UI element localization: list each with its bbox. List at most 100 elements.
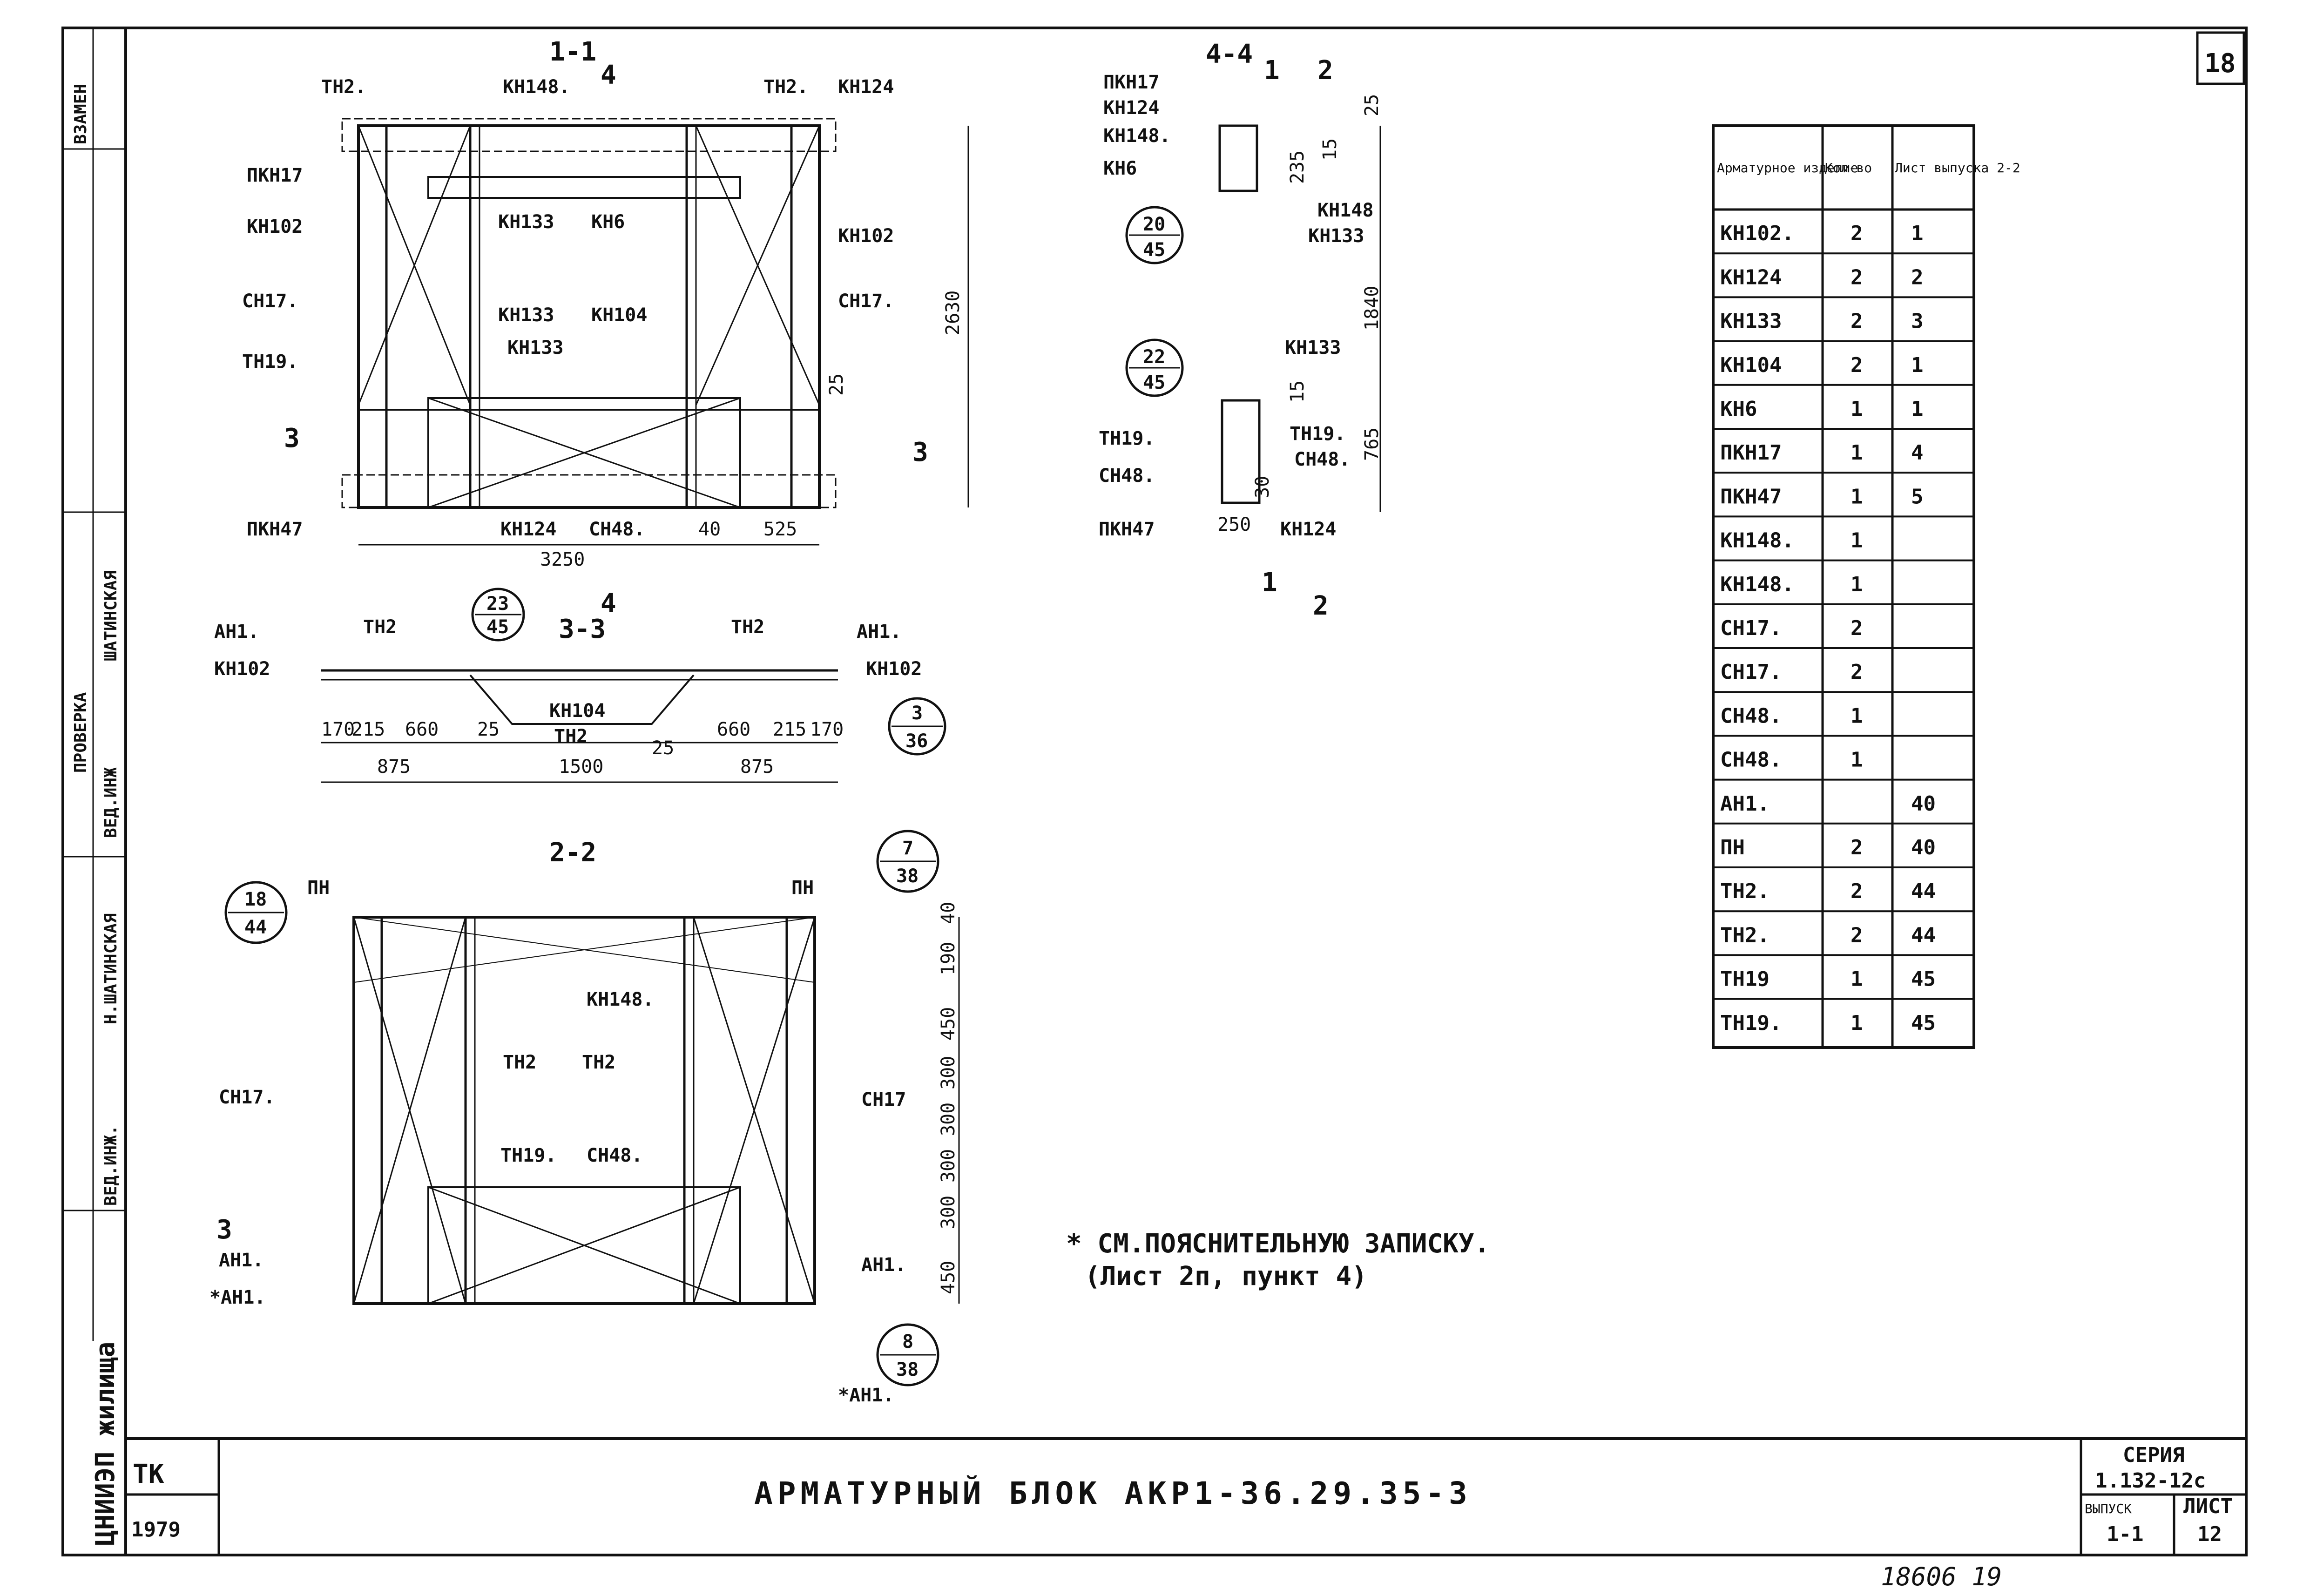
view-2-2-label-kn148: КН148. bbox=[587, 989, 654, 1010]
view-4-4-bottom-frame bbox=[1221, 399, 1261, 504]
table-cell-sheet: 2 bbox=[1911, 265, 1924, 289]
view-4-4-label-sn48-r: СН48. bbox=[1294, 449, 1350, 470]
view-4-4-cut-2-top: 2 bbox=[1317, 55, 1333, 86]
lead-engineer-label-1: ВЕД.ИНЖ bbox=[101, 767, 121, 838]
view-4-4-dim-250: 250 bbox=[1217, 514, 1251, 535]
stamp-issue-value: 1-1 bbox=[2107, 1522, 2143, 1546]
stamp-series-box bbox=[2080, 1437, 2248, 1556]
view-1-1-title: 1-1 bbox=[549, 37, 596, 67]
view-4-4-dim-15-b: 15 bbox=[1287, 380, 1308, 403]
view-2-2-cut-3: 3 bbox=[216, 1215, 232, 1245]
specification-table: Арматурное изделие Кол-во Лист выпуска 2… bbox=[1712, 124, 2020, 1049]
table-cell-qty: 1 bbox=[1851, 529, 1863, 553]
table-cell-qty: 2 bbox=[1851, 222, 1863, 245]
view-1-1-label-kn104: КН104 bbox=[591, 304, 647, 326]
table-header-item: Арматурное изделие bbox=[1717, 160, 1858, 176]
table-cell-sheet: 4 bbox=[1911, 441, 1924, 465]
view-4-4-dim-765: 765 bbox=[1361, 427, 1383, 461]
title-block: ТК 1979 АРМАТУРНЫЙ БЛОК АКР1-36.29.35-3 … bbox=[124, 1437, 2248, 1556]
view-1-1-cross-6 bbox=[428, 397, 741, 508]
view-4-4-cut-1-bottom: 1 bbox=[1262, 568, 1277, 598]
table-cell-qty: 1 bbox=[1851, 1011, 1863, 1035]
view-3-3-callout-2 bbox=[888, 697, 946, 756]
view-1-1-top-band bbox=[341, 118, 837, 152]
table-cell-sheet: 1 bbox=[1911, 222, 1924, 245]
table-cell-item: АН1. bbox=[1720, 792, 1770, 816]
view-2-2-label-sn17-right: СН17 bbox=[861, 1089, 906, 1110]
view-4-4-callout-1 bbox=[1125, 206, 1184, 264]
stamp-org-box bbox=[124, 1437, 220, 1556]
view-1-1-label-pkn47: ПКН47 bbox=[247, 519, 303, 540]
view-4-4-label-kn133-b: КН133 bbox=[1285, 337, 1341, 358]
table-cell-qty: 1 bbox=[1851, 397, 1863, 421]
table-cell-item: КН102. bbox=[1720, 222, 1794, 245]
view-2-2-dim-300-c: 300 bbox=[938, 1149, 959, 1183]
view-1-1-dim-3250: 3250 bbox=[540, 549, 585, 570]
view-1-1-label-kn148: КН148. bbox=[503, 76, 570, 98]
table-cell-sheet: 1 bbox=[1911, 353, 1924, 377]
view-2-2-callout-3-top: 8 bbox=[902, 1331, 913, 1353]
view-3-3-dim-875-r: 875 bbox=[740, 756, 774, 778]
note-line-1: * СМ.ПОЯСНИТЕЛЬНУЮ ЗАПИСКУ. bbox=[1066, 1229, 1490, 1259]
view-2-2-callout-2-bottom: 38 bbox=[896, 866, 919, 887]
view-2-2-label-th2-a: ТН2 bbox=[503, 1052, 536, 1073]
view-1-1-label-kn133-c: КН133 bbox=[507, 337, 563, 358]
table-cell-sheet: 44 bbox=[1911, 879, 1936, 903]
view-4-4-dim-25: 25 bbox=[1361, 94, 1383, 116]
view-3-3-dim-875-l: 875 bbox=[377, 756, 411, 778]
view-4-4-callout-2-top: 22 bbox=[1143, 346, 1165, 368]
view-2-2-callout-1-top: 18 bbox=[244, 889, 267, 910]
view-2-2-label-an1-left: АН1. bbox=[219, 1250, 263, 1271]
table-cell-item: ТН2. bbox=[1720, 879, 1770, 903]
table-cell-item: КН124 bbox=[1720, 265, 1782, 289]
view-4-4-label-th19-l: ТН19. bbox=[1099, 428, 1155, 449]
view-4-4-label-kn6: КН6 bbox=[1103, 158, 1137, 179]
table-cell-item: КН148. bbox=[1720, 573, 1794, 596]
table-cell-item: ТН19 bbox=[1720, 967, 1770, 991]
view-4-4: 4-4 ПКН17 КН124 КН148. КН6 КН148 КН133 К… bbox=[1099, 39, 1383, 621]
view-2-2-title: 2-2 bbox=[549, 838, 596, 868]
view-2-2-dim-450-b: 450 bbox=[938, 1261, 959, 1294]
view-2-2-label-sn17-left: СН17. bbox=[219, 1087, 275, 1108]
view-3-3-label-kn102-right: КН102 bbox=[866, 658, 922, 680]
table-cell-qty: 2 bbox=[1851, 310, 1863, 333]
sheet-number: 18 bbox=[2204, 48, 2236, 79]
view-4-4-label-th19-r: ТН19. bbox=[1290, 423, 1345, 445]
sheet-number-box bbox=[2196, 31, 2245, 85]
table-cell-item: СН17. bbox=[1720, 660, 1782, 684]
replace-label: ВЗАМЕН bbox=[71, 84, 90, 144]
note-line-2: (Лист 2п, пункт 4) bbox=[1085, 1261, 1367, 1292]
table-cell-qty: 1 bbox=[1851, 748, 1863, 772]
view-3-3-label-an1-right: АН1. bbox=[857, 621, 901, 642]
stamp-year: 1979 bbox=[131, 1518, 181, 1542]
table-cell-qty: 1 bbox=[1851, 441, 1863, 465]
stamp-sheet-label: ЛИСТ bbox=[2183, 1495, 2233, 1518]
view-1-1-cut-3-left: 3 bbox=[284, 423, 300, 453]
view-3-3-label-th2-right: ТН2 bbox=[731, 616, 764, 638]
left-margin: ВЗАМЕН ПРОВЕРКА ВЕД.ИНЖ ШАТИНСКАЯ ВЕД.ИН… bbox=[62, 27, 127, 1556]
view-4-4-cut-1-top: 1 bbox=[1264, 55, 1280, 86]
view-4-4-callout-1-top: 20 bbox=[1143, 214, 1165, 235]
view-1-1-upper-bar bbox=[427, 176, 741, 199]
view-2-2-callout-1 bbox=[224, 881, 288, 944]
table-cell-item: ПКН17 bbox=[1720, 441, 1782, 465]
view-1-1: 1-1 2630 3250 40 525 25 ТН2. КН148. ТН2.… bbox=[242, 37, 969, 619]
view-2-2-label-an1-right: АН1. bbox=[861, 1254, 906, 1276]
view-2-2-lower-cross-2 bbox=[428, 1186, 741, 1305]
view-1-1-label-kn124-top: КН124 bbox=[838, 76, 894, 98]
table-cell-item: КН133 bbox=[1720, 310, 1782, 333]
view-3-3-callout-1-bottom: 45 bbox=[486, 616, 509, 638]
view-1-1-dim-525: 525 bbox=[763, 519, 797, 540]
table-cell-item: КН6 bbox=[1720, 397, 1757, 421]
view-1-1-label-th2-left: ТН2. bbox=[321, 76, 366, 98]
view-3-3-callout-2-top: 3 bbox=[912, 703, 923, 724]
view-1-1-cross-2 bbox=[358, 125, 471, 406]
view-1-1-label-sn17-left: СН17. bbox=[242, 291, 298, 312]
view-3-3-dim-25-r: 25 bbox=[652, 737, 674, 759]
table-cell-sheet: 40 bbox=[1911, 836, 1936, 859]
view-2-2-callout-2-top: 7 bbox=[902, 838, 913, 859]
table-cell-item: СН17. bbox=[1720, 616, 1782, 640]
view-1-1-cut-4-top: 4 bbox=[601, 60, 616, 90]
table-cell-qty: 1 bbox=[1851, 704, 1863, 728]
table-header-qty: Кол-во bbox=[1825, 160, 1872, 176]
